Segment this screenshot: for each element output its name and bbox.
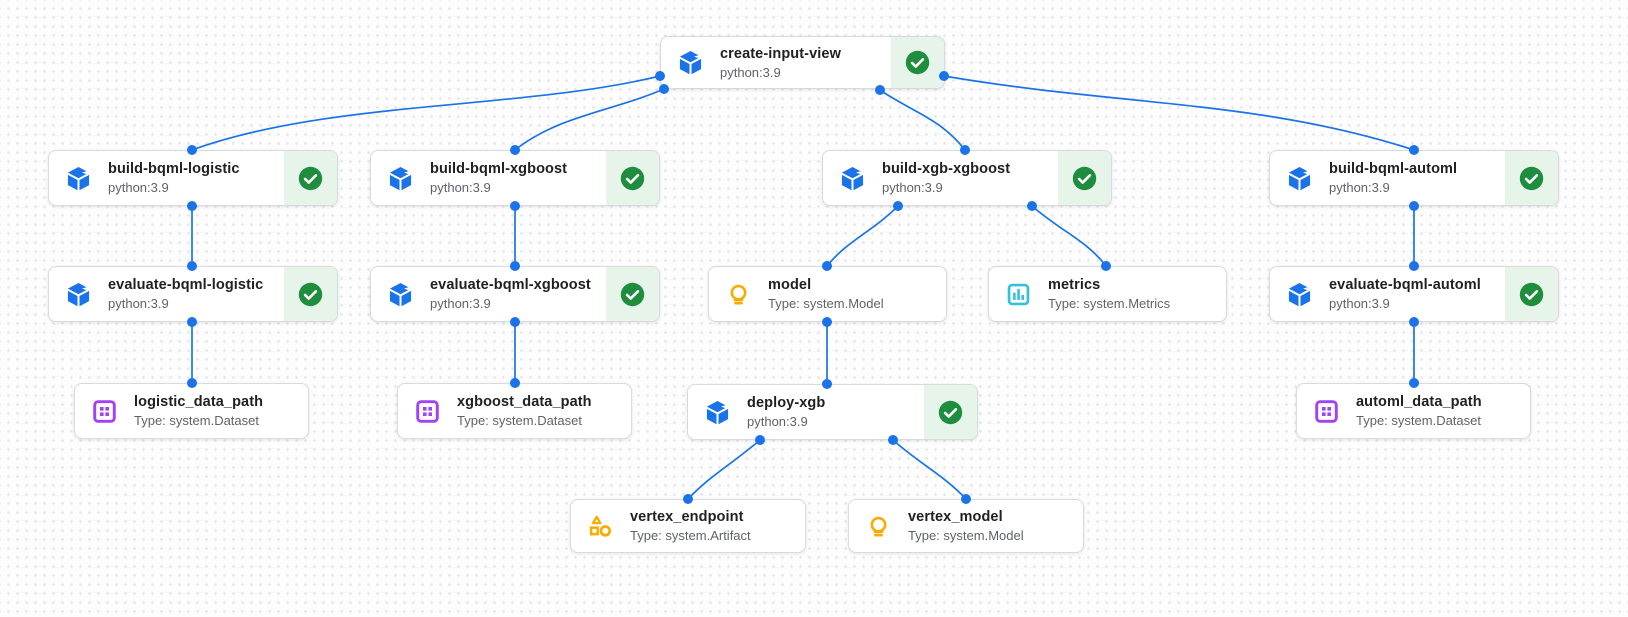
node-metrics[interactable]: metrics Type: system.Metrics (988, 266, 1227, 322)
node-title: deploy-xgb (747, 395, 826, 411)
cube-icon (387, 281, 414, 308)
node-subtitle: python:3.9 (720, 64, 781, 80)
check-circle-icon (297, 165, 324, 192)
node-subtitle: python:3.9 (430, 296, 491, 311)
status-success-panel (284, 267, 337, 321)
node-title: build-bqml-automl (1329, 161, 1458, 177)
node-title: evaluate-bqml-logistic (108, 277, 264, 293)
edge-create-to-build-bqml-xgboost (510, 84, 669, 155)
node-title: xgboost_data_path (457, 394, 592, 410)
check-circle-icon (1518, 165, 1545, 192)
check-circle-icon (619, 281, 646, 308)
status-success-panel (284, 151, 337, 205)
node-build-bqml-xgboost[interactable]: build-bqml-xgboost python:3.9 (370, 150, 660, 206)
node-title: build-bqml-logistic (108, 161, 240, 177)
edge-model-to-deploy-xgb (822, 317, 832, 389)
check-circle-icon (297, 281, 324, 308)
node-create-input-view[interactable]: create-input-view python:3.9 (660, 36, 945, 89)
node-title: build-xgb-xgboost (882, 161, 1011, 177)
node-deploy-xgb[interactable]: deploy-xgb python:3.9 (687, 384, 978, 440)
status-success-panel (1505, 267, 1558, 321)
node-title: model (768, 277, 812, 293)
node-build-bqml-logistic[interactable]: build-bqml-logistic python:3.9 (48, 150, 338, 206)
node-subtitle: python:3.9 (1329, 180, 1390, 195)
node-subtitle: Type: system.Metrics (1048, 296, 1171, 311)
edge-create-to-build-bqml-automl (939, 71, 1419, 155)
node-subtitle: python:3.9 (747, 414, 808, 429)
node-subtitle: python:3.9 (108, 296, 169, 311)
dataset-icon (414, 398, 441, 425)
edge-create-to-build-bqml-logistic (187, 71, 665, 155)
node-subtitle: Type: system.Dataset (457, 413, 582, 428)
node-evaluate-bqml-xgboost[interactable]: evaluate-bqml-xgboost python:3.9 (370, 266, 660, 322)
node-subtitle: Type: system.Dataset (134, 413, 259, 428)
node-subtitle: python:3.9 (430, 180, 491, 195)
node-title: vertex_model (908, 509, 1003, 525)
cube-icon (677, 49, 704, 76)
node-logistic_data_path[interactable]: logistic_data_path Type: system.Dataset (74, 383, 309, 439)
edge-build-xgboost-to-evaluate-xgboost (510, 201, 520, 271)
cube-icon (65, 281, 92, 308)
artifact-icon (587, 513, 614, 540)
status-success-panel (606, 267, 659, 321)
node-title: logistic_data_path (134, 394, 264, 410)
status-success-panel (924, 385, 977, 439)
check-circle-icon (904, 49, 931, 76)
status-success-panel (1505, 151, 1558, 205)
edge-evaluate-automl-to-automl-data-path (1409, 317, 1419, 388)
cube-icon (1286, 281, 1313, 308)
node-title: evaluate-bqml-automl (1329, 277, 1481, 293)
check-circle-icon (937, 399, 964, 426)
check-circle-icon (619, 165, 646, 192)
dataset-icon (1313, 398, 1340, 425)
model-icon (725, 281, 752, 308)
node-vertex_model[interactable]: vertex_model Type: system.Model (848, 499, 1084, 553)
dataset-icon (91, 398, 118, 425)
node-evaluate-bqml-automl[interactable]: evaluate-bqml-automl python:3.9 (1269, 266, 1559, 322)
node-title: metrics (1048, 277, 1101, 293)
node-subtitle: Type: system.Dataset (1356, 413, 1481, 428)
cube-icon (1286, 165, 1313, 192)
edge-build-logistic-to-evaluate-logistic (187, 201, 197, 271)
edge-build-xgb-to-model (822, 201, 903, 271)
node-subtitle: python:3.9 (882, 180, 943, 195)
node-subtitle: python:3.9 (1329, 296, 1390, 311)
edge-build-automl-to-evaluate-automl (1409, 201, 1419, 271)
node-title: build-bqml-xgboost (430, 161, 568, 177)
edge-build-xgb-to-metrics (1027, 201, 1111, 271)
model-icon (865, 513, 892, 540)
status-success-panel (891, 37, 944, 88)
cube-icon (65, 165, 92, 192)
status-success-panel (606, 151, 659, 205)
edge-evaluate-logistic-to-logistic-data-path (187, 317, 197, 388)
node-title: automl_data_path (1356, 394, 1482, 410)
edge-deploy-to-vertex-model (888, 435, 971, 504)
cube-icon (704, 399, 731, 426)
cube-icon (387, 165, 414, 192)
node-subtitle: Type: system.Model (768, 296, 884, 311)
node-build-xgb-xgboost[interactable]: build-xgb-xgboost python:3.9 (822, 150, 1112, 206)
check-circle-icon (1518, 281, 1545, 308)
check-circle-icon (1071, 165, 1098, 192)
node-vertex_endpoint[interactable]: vertex_endpoint Type: system.Artifact (570, 499, 806, 553)
node-title: evaluate-bqml-xgboost (430, 277, 591, 293)
node-title: create-input-view (720, 45, 841, 62)
node-title: vertex_endpoint (630, 509, 744, 525)
edge-evaluate-xgboost-to-xgboost-data-path (510, 317, 520, 388)
node-subtitle: python:3.9 (108, 180, 169, 195)
status-success-panel (1058, 151, 1111, 205)
node-subtitle: Type: system.Model (908, 528, 1024, 543)
node-build-bqml-automl[interactable]: build-bqml-automl python:3.9 (1269, 150, 1559, 206)
node-subtitle: Type: system.Artifact (630, 528, 751, 543)
edge-create-to-build-xgb-xgboost (875, 85, 970, 155)
node-automl_data_path[interactable]: automl_data_path Type: system.Dataset (1296, 383, 1531, 439)
node-model[interactable]: model Type: system.Model (708, 266, 947, 322)
metrics-icon (1005, 281, 1032, 308)
node-evaluate-bqml-logistic[interactable]: evaluate-bqml-logistic python:3.9 (48, 266, 338, 322)
node-xgboost_data_path[interactable]: xgboost_data_path Type: system.Dataset (397, 383, 632, 439)
cube-icon (839, 165, 866, 192)
edge-deploy-to-vertex-endpoint (683, 435, 765, 504)
